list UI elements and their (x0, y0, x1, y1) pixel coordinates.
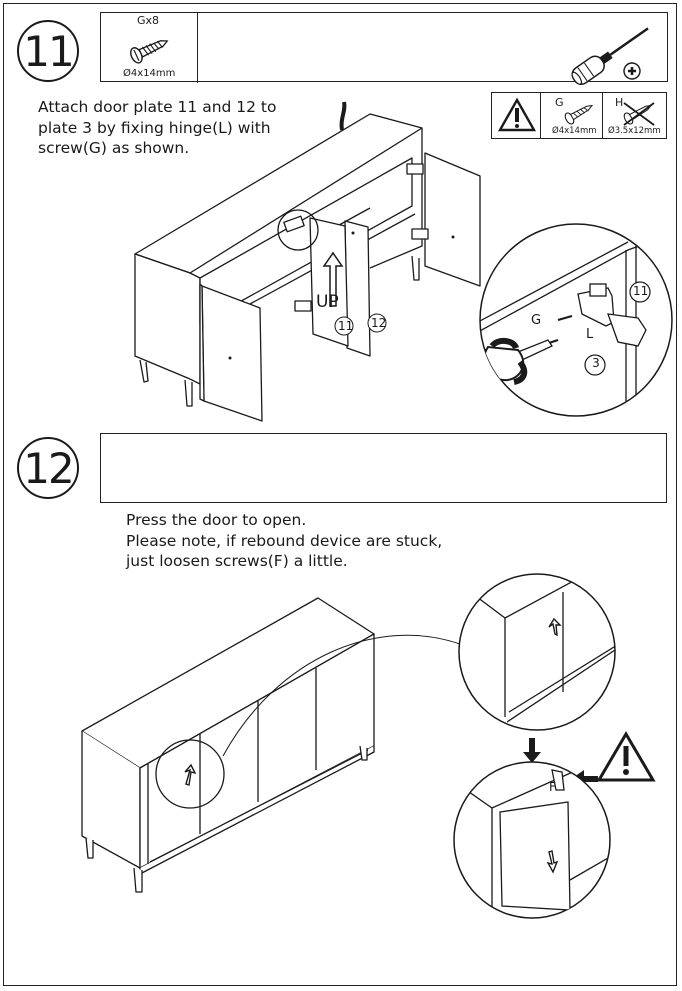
door-11-label: 11 (338, 319, 354, 333)
screw-g-icon (564, 104, 594, 125)
door-12-label: 12 (371, 316, 387, 330)
warning-triangle-icon (497, 97, 537, 132)
step-11-parts-box: Gx8 Ø4x14mm (100, 12, 668, 85)
screwdriver-icon (571, 27, 649, 85)
detail-f-label: F (549, 780, 556, 794)
step-11-instruction: Attach door plate 11 and 12 to plate 3 b… (38, 98, 277, 157)
warning-triangle-icon-large (596, 731, 656, 782)
screw-h-crossed-icon (623, 102, 655, 126)
press-door-detail-circle (458, 573, 616, 731)
step-11-number: 11 (17, 20, 79, 82)
up-label: UP (316, 292, 339, 312)
page-frame (3, 3, 677, 986)
warning-h-label: H (615, 96, 624, 109)
hinge-detail-circle (479, 223, 673, 417)
screw-icon (130, 40, 169, 64)
screw-g-ok-cell (541, 93, 603, 138)
step-12-sideboard-illustration (81, 597, 461, 893)
step-11-sideboard-illustration (134, 101, 481, 422)
detail-l-label: L (586, 327, 594, 342)
warning-cell (492, 93, 541, 138)
screw-g-qty: Gx8 (137, 14, 160, 27)
warning-g-label: G (555, 96, 564, 109)
detail-part-11-label: 11 (633, 284, 649, 298)
detail-g-label: G (531, 313, 542, 328)
step-12-instruction: Press the door to open. Please note, if … (126, 511, 443, 570)
down-arrow-icon (523, 738, 541, 763)
step-12-number: 12 (17, 437, 79, 499)
screw-g-cell (101, 13, 198, 83)
screw-g-size: Ø4x14mm (123, 68, 176, 79)
detail-part-3-label: 3 (592, 356, 600, 370)
warning-box: G Ø4x14mm H Ø3.5x12mm (491, 92, 667, 139)
warning-g-size: Ø4x14mm (552, 126, 597, 136)
open-door-detail-circle (453, 761, 611, 919)
step-12-parts-box (100, 433, 667, 503)
warning-h-size: Ø3.5x12mm (608, 126, 661, 136)
